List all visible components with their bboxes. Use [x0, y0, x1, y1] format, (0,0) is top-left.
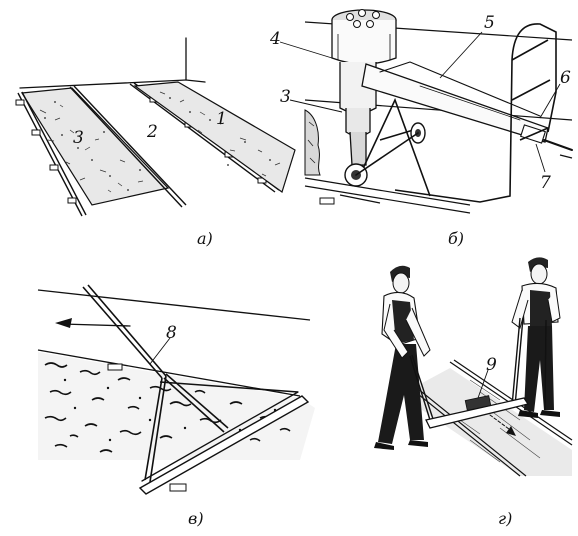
- movement-arrow: [489, 414, 516, 436]
- screed-rule: [138, 391, 310, 495]
- callout-4: 4: [269, 29, 281, 49]
- callout-labels-b: 4 3 5 6 7: [269, 13, 571, 193]
- panel-v-screed: 8 в): [37, 284, 315, 528]
- rough-concrete: [304, 109, 321, 176]
- screed-handles-g: [409, 317, 547, 421]
- wall-corner: [19, 37, 206, 89]
- callout-labels-a: 3 2 1: [73, 109, 227, 148]
- callout-9: 9: [486, 355, 497, 375]
- callout-5: 5: [484, 13, 495, 33]
- drive-shaft: [361, 61, 573, 151]
- direction-arrow: [55, 318, 131, 328]
- rail-supports-v: [107, 363, 187, 492]
- callout-2: 2: [146, 122, 158, 142]
- leader-lines-b: [279, 31, 561, 173]
- caption-a: а): [197, 229, 213, 248]
- callout-6: 6: [560, 68, 571, 88]
- panel-g-workers: 9 г): [374, 257, 573, 528]
- callout-3b: 3: [280, 87, 291, 107]
- callout-1: 1: [216, 109, 227, 129]
- callout-8: 8: [166, 323, 177, 343]
- caption-g: г): [498, 509, 512, 528]
- caption-v: в): [188, 509, 204, 528]
- handle-frame: [359, 23, 557, 203]
- panel-b-vibrator: 4 3 5 6 7 б): [269, 9, 573, 248]
- rail-supports-b: [319, 197, 335, 205]
- panel-a-strips: 3 2 1 а): [15, 37, 296, 248]
- worker-right: [511, 257, 561, 418]
- leader-8: [149, 337, 171, 365]
- concrete-strip-3: [20, 87, 170, 206]
- leader-9: [477, 369, 489, 399]
- screed-board-g: [425, 395, 530, 429]
- callout-3: 3: [73, 128, 84, 148]
- wheels: [344, 122, 426, 187]
- callout-7: 7: [540, 173, 551, 193]
- concrete-strip-1: [133, 81, 296, 193]
- vibrator-housing: [331, 9, 397, 166]
- caption-b: б): [448, 229, 464, 248]
- worker-left: [374, 265, 431, 450]
- screed-handle: [82, 284, 299, 483]
